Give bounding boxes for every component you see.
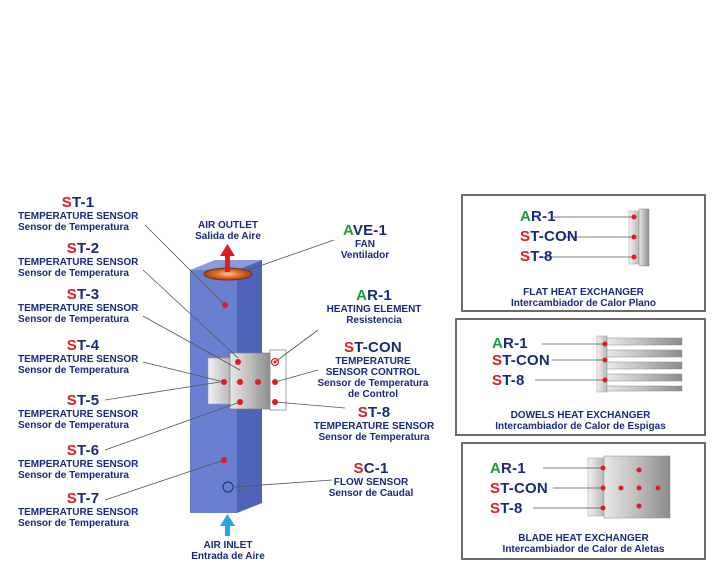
flow-sensor-icon <box>222 481 234 493</box>
panel-2-code-st8: ST-8 <box>492 372 525 389</box>
label-st-6: ST-6 TEMPERATURE SENSOR Sensor de Temper… <box>18 442 139 481</box>
panel-1-code-stcon: ST-CON <box>520 228 578 245</box>
panel-blade-heat-exchanger: AR-1 ST-CON ST-8 BLADE HEAT EXCHANGER In… <box>461 442 706 560</box>
panel-1-caption: FLAT HEAT EXCHANGER Intercambiador de Ca… <box>510 287 657 309</box>
label-st-5: ST-5 TEMPERATURE SENSOR Sensor de Temper… <box>18 392 139 431</box>
label-st-2: ST-2 TEMPERATURE SENSOR Sensor de Temper… <box>18 240 139 279</box>
panel-1-code-st8: ST-8 <box>520 248 553 265</box>
panel-1-code-ar: AR-1 <box>520 208 556 225</box>
flat-exchanger-graphic <box>543 208 650 267</box>
label-st-8: ST-8 TEMPERATURE SENSOR Sensor de Temper… <box>313 404 435 443</box>
label-ave-1: AVE-1 FAN Ventilador <box>340 222 390 261</box>
panel-flat-heat-exchanger: AR-1 ST-CON ST-8 FLAT HEAT EXCHANGER Int… <box>461 194 706 312</box>
blade-exchanger-graphic <box>533 455 671 519</box>
label-st-con: ST-CON TEMPERATURE SENSOR CONTROL Sensor… <box>317 339 429 400</box>
leader-lines <box>104 224 346 501</box>
label-sc-1: SC-1 FLOW SENSOR Sensor de Caudal <box>328 460 414 499</box>
panel-2-code-ar: AR-1 <box>492 335 528 352</box>
panel-3-code-ar: AR-1 <box>490 460 526 477</box>
label-ar-1: AR-1 HEATING ELEMENT Resistencia <box>326 287 422 326</box>
label-st-4: ST-4 TEMPERATURE SENSOR Sensor de Temper… <box>18 337 139 376</box>
label-air-outlet: AIR OUTLET Salida de Aire <box>195 220 261 242</box>
panel-2-caption: DOWELS HEAT EXCHANGER Intercambiador de … <box>495 410 666 432</box>
air-outlet-arrow-icon <box>220 244 235 272</box>
label-st-7: ST-7 TEMPERATURE SENSOR Sensor de Temper… <box>18 490 139 529</box>
panel-3-caption: BLADE HEAT EXCHANGER Intercambiador de C… <box>502 533 665 555</box>
panel-3-code-stcon: ST-CON <box>490 480 548 497</box>
label-st-3: ST-3 TEMPERATURE SENSOR Sensor de Temper… <box>18 286 139 325</box>
label-st-1: ST-1 TEMPERATURE SENSOR Sensor de Temper… <box>18 194 139 233</box>
label-air-inlet: AIR INLET Entrada de Aire <box>191 540 265 562</box>
panel-2-code-stcon: ST-CON <box>492 352 550 369</box>
air-inlet-arrow-icon <box>220 514 235 536</box>
panel-3-code-st8: ST-8 <box>490 500 523 517</box>
dowels-exchanger-graphic <box>535 335 683 393</box>
sensor-dots <box>221 302 280 463</box>
panel-dowels-heat-exchanger: AR-1 ST-CON ST-8 DOWELS HEAT EXCHANGER I… <box>455 318 706 436</box>
